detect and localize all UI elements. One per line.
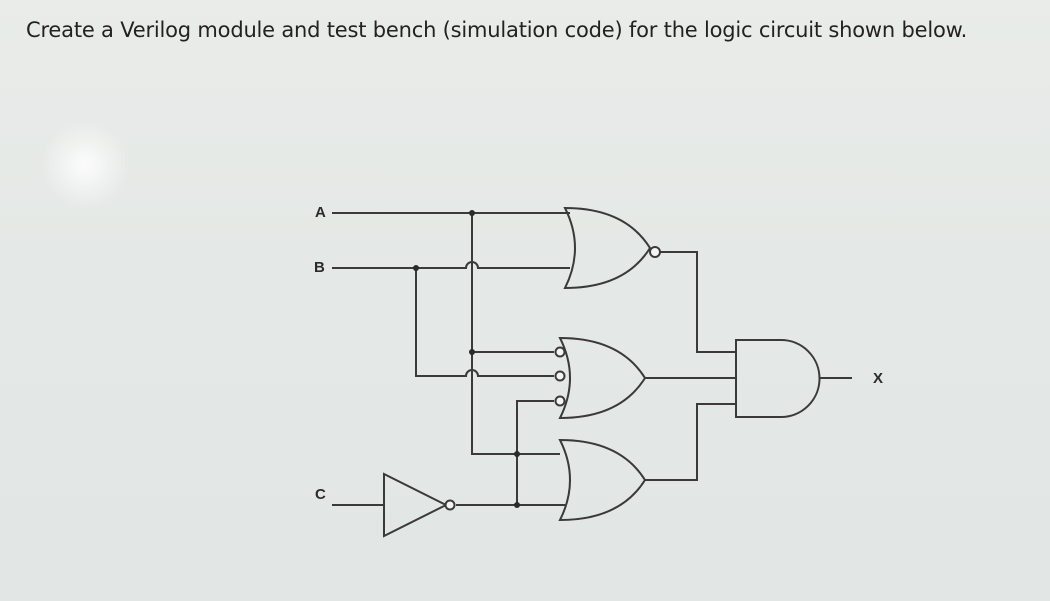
not-gate: [383, 472, 456, 538]
nor-gate: [563, 206, 661, 290]
glare-spot: [40, 120, 130, 210]
gate-output-wires: [645, 251, 736, 481]
input-label-c: C: [315, 486, 326, 503]
question-text: Create a Verilog module and test bench (…: [26, 18, 968, 42]
output-label-x: X: [873, 370, 883, 387]
input-label-b: B: [314, 259, 325, 276]
wire-b: [332, 261, 570, 377]
junction-dots: [413, 210, 520, 508]
wire-a: [332, 212, 570, 455]
and-gate: [735, 339, 821, 418]
or-gate-middle: [554, 336, 647, 420]
or-gate-bottom: [558, 438, 647, 522]
input-label-a: A: [315, 204, 326, 221]
